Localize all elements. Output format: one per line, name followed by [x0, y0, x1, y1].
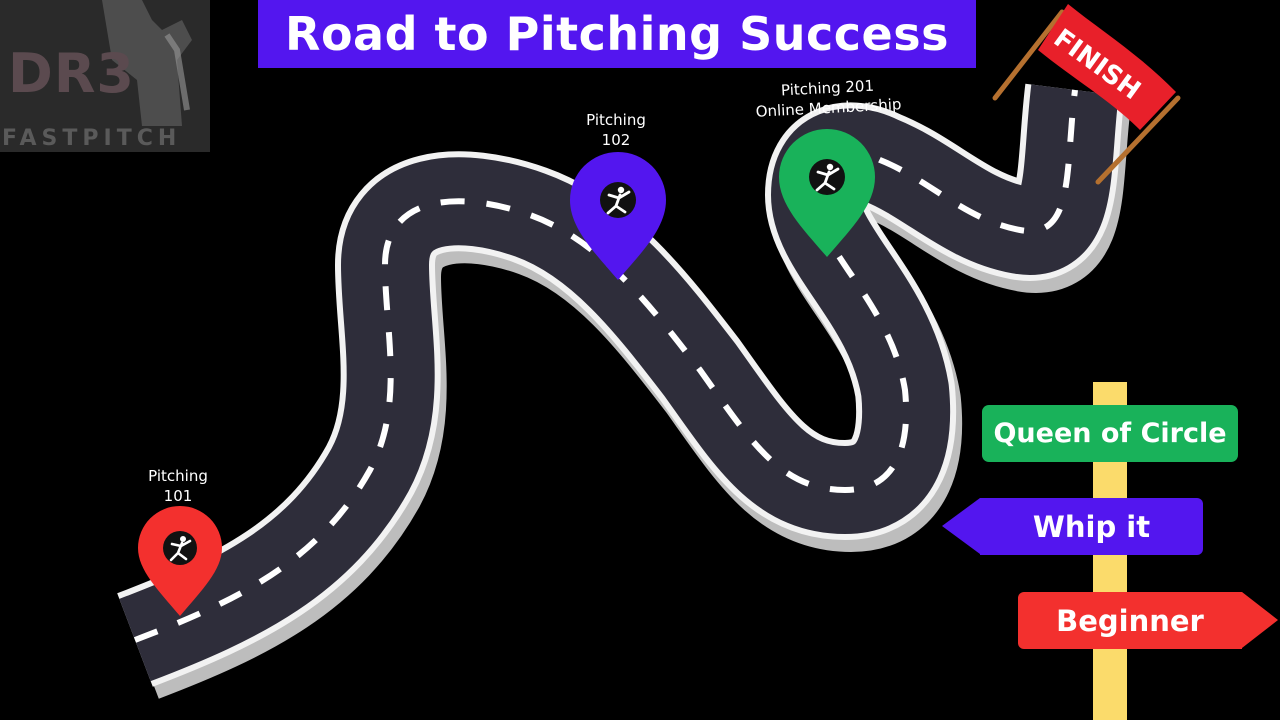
sign-whip-it[interactable]: Whip it	[980, 498, 1203, 555]
title-banner: Road to Pitching Success	[258, 0, 976, 68]
logo-mark: DR3	[0, 44, 158, 104]
milestone-label-102: Pitching 102	[566, 110, 666, 150]
sign-beginner[interactable]: Beginner	[1018, 592, 1242, 649]
milestone-label-101: Pitching 101	[128, 466, 228, 506]
sign-whip-arrow-tip	[942, 498, 980, 554]
sign-beginner-arrow-tip	[1242, 592, 1278, 648]
milestone-label-line1: Pitching	[566, 110, 666, 130]
dr3-fastpitch-logo: DR3 FASTPITCH	[0, 0, 210, 152]
page-title: Road to Pitching Success	[285, 7, 949, 61]
milestone-label-line2: 101	[128, 486, 228, 506]
milestone-label-line1: Pitching	[128, 466, 228, 486]
logo-subtitle: FASTPITCH	[0, 126, 210, 152]
sign-queen-of-circle[interactable]: Queen of Circle	[982, 405, 1238, 462]
milestone-label-line2: 102	[566, 130, 666, 150]
